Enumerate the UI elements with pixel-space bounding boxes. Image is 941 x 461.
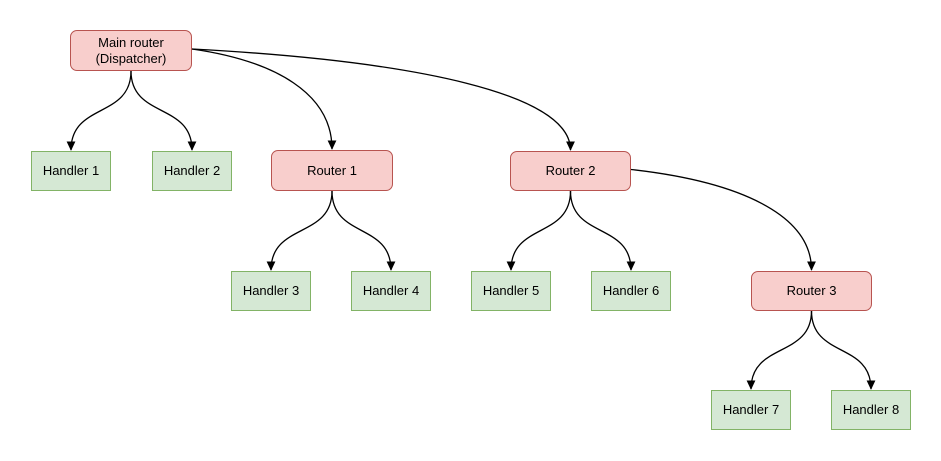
edge-main-router1 (191, 48, 337, 150)
node-handler3: Handler 3 (231, 271, 311, 311)
node-label: Router 3 (786, 283, 837, 298)
node-label: Handler 7 (722, 402, 780, 417)
node-label: Router 1 (307, 162, 357, 178)
node-router2: Router 2 (510, 151, 631, 191)
edge-main-router2 (191, 48, 575, 151)
node-handler7: Handler 7 (711, 390, 791, 430)
node-main: Main router (Dispatcher) (70, 30, 192, 71)
edge-router2-handler6 (569, 190, 636, 271)
edge-router2-handler5 (506, 190, 572, 271)
node-label: Handler 1 (42, 163, 100, 178)
node-label: Handler 3 (242, 283, 300, 298)
node-label: Handler 6 (602, 283, 660, 298)
node-router3: Router 3 (751, 271, 872, 311)
node-label: Main router (Dispatcher) (95, 34, 167, 66)
edge-main-handler2 (130, 70, 197, 151)
node-label: Handler 2 (163, 163, 221, 178)
node-label: Router 2 (545, 163, 596, 178)
edge-router3-handler8 (810, 310, 876, 390)
node-label: Handler 4 (362, 283, 420, 298)
node-handler5: Handler 5 (471, 271, 551, 311)
node-handler2: Handler 2 (152, 151, 232, 191)
node-label: Handler 5 (482, 283, 540, 298)
edge-main-handler1 (66, 70, 132, 151)
edge-router3-handler7 (746, 310, 813, 390)
edge-router1-handler4 (331, 190, 396, 271)
node-handler8: Handler 8 (831, 390, 911, 430)
node-handler6: Handler 6 (591, 271, 671, 311)
node-handler1: Handler 1 (31, 151, 111, 191)
node-label: Handler 8 (842, 402, 900, 417)
node-handler4: Handler 4 (351, 271, 431, 311)
node-router1: Router 1 (271, 150, 393, 191)
edge-router2-router3 (630, 168, 816, 271)
edge-router1-handler3 (266, 190, 333, 271)
